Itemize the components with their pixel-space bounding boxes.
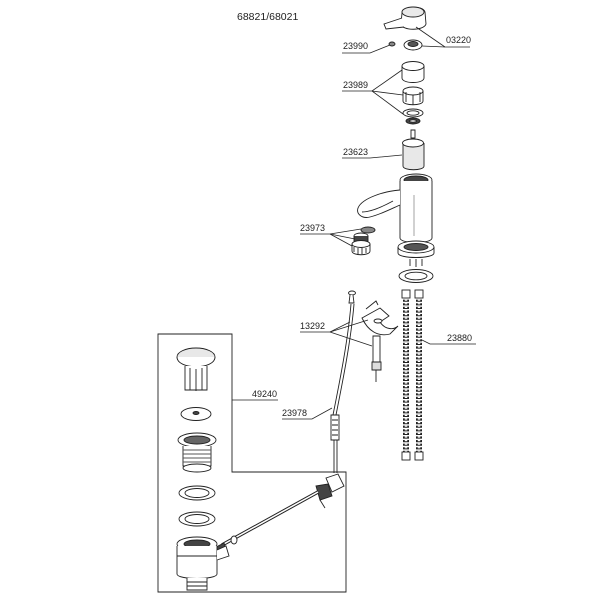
tap-body xyxy=(357,173,433,243)
part-label-23973: 23973 xyxy=(300,223,326,233)
waste-washer-lower xyxy=(178,511,216,527)
part-label-03220: 03220 xyxy=(446,35,472,45)
waste-body xyxy=(176,536,230,591)
pivot-rod xyxy=(213,490,319,557)
grub-screw xyxy=(388,41,396,47)
part-label-13292: 13292 xyxy=(300,321,326,331)
o-ring-set xyxy=(402,108,424,125)
clevis-link xyxy=(315,473,345,509)
part-label-23978: 23978 xyxy=(282,408,308,418)
aerator xyxy=(351,226,376,256)
base-washer xyxy=(398,269,434,283)
plug-seal xyxy=(180,407,212,421)
waste-flange xyxy=(177,432,217,473)
pop-up-rod xyxy=(330,290,356,473)
retaining-nut xyxy=(402,86,424,106)
threaded-stud xyxy=(371,335,382,382)
cap-ring xyxy=(401,61,425,83)
grub-screw-cover xyxy=(403,39,423,51)
plug-head xyxy=(176,347,216,391)
part-label-49240: 49240 xyxy=(252,389,278,399)
leader-lines xyxy=(232,26,476,420)
fixing-bracket xyxy=(361,300,399,336)
part-label-23989: 23989 xyxy=(343,80,369,90)
part-label-23880: 23880 xyxy=(447,333,473,343)
part-label-23623: 23623 xyxy=(343,147,369,157)
cartridge xyxy=(402,129,425,171)
part-label-23990: 23990 xyxy=(343,41,369,51)
base-ring xyxy=(397,240,435,267)
flexible-hoses xyxy=(401,289,424,461)
lever-handle xyxy=(383,6,427,30)
diagram-title: 68821/68021 xyxy=(237,11,299,23)
waste-kit-frame xyxy=(157,333,347,593)
waste-washer-upper xyxy=(178,485,216,501)
